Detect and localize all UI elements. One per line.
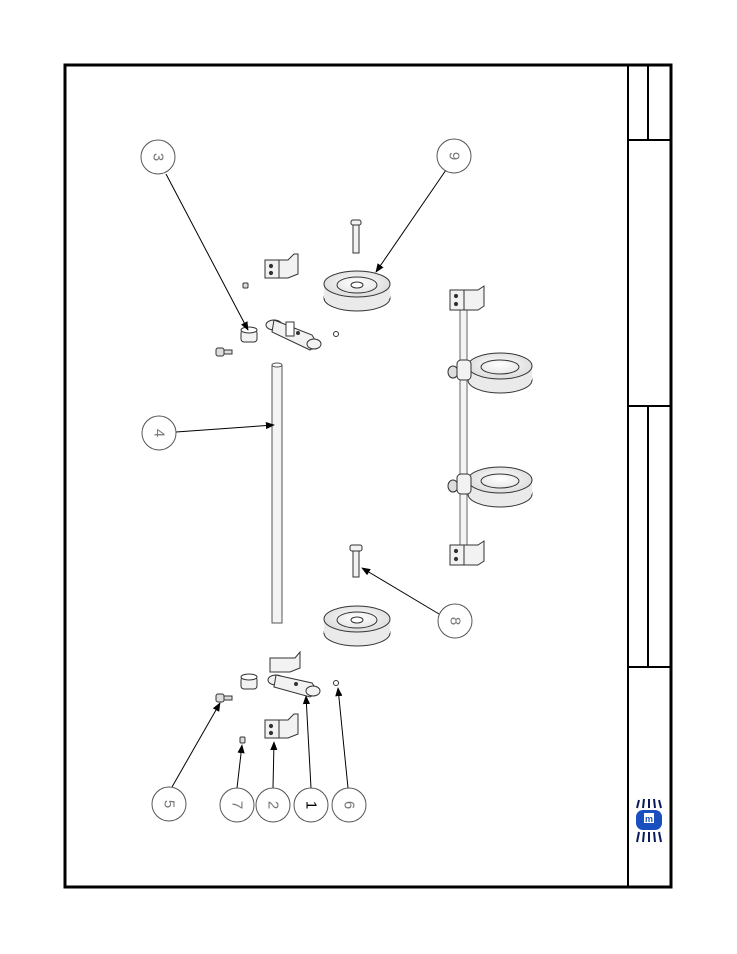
drawing-border: [65, 65, 671, 887]
upper-shaft-collar: [241, 327, 257, 342]
lower-arm-link: [268, 652, 320, 697]
balloon-8: 8: [438, 604, 472, 638]
upper-mount-bracket: [265, 254, 298, 278]
upper-pin: [351, 220, 361, 253]
balloon-2-label: 2: [265, 801, 282, 809]
balloon-3-label: 3: [150, 153, 167, 161]
balloon-7-label: 7: [229, 801, 246, 809]
lower-shoulder-bolt: [216, 694, 232, 702]
balloon-4: 4: [142, 416, 176, 450]
lower-pin: [350, 545, 362, 577]
upper-set-screw: [243, 283, 248, 288]
lower-set-screw: [240, 737, 245, 743]
assembled-view: [448, 286, 532, 565]
balloon-7: 7: [220, 788, 254, 822]
main-shaft: [272, 363, 282, 623]
lower-idler-wheel: [324, 606, 390, 646]
lower-shaft-collar: [241, 674, 257, 689]
balloon-5-label: 5: [161, 800, 178, 808]
balloon-9-label: 9: [446, 152, 463, 160]
upper-shoulder-bolt: [216, 348, 232, 356]
upper-washer: [334, 332, 339, 337]
balloon-8-label: 8: [447, 617, 464, 625]
balloon-6-label: 6: [341, 801, 358, 809]
lower-washer: [334, 681, 339, 686]
upper-arm-link: [266, 320, 321, 350]
svg-text:m: m: [645, 814, 653, 824]
upper-idler-wheel: [324, 271, 390, 311]
balloon-6: 6: [332, 788, 366, 822]
balloon-4-label: 4: [151, 429, 168, 437]
balloon-5: 5: [152, 787, 186, 821]
balloon-3: 3: [141, 140, 175, 174]
balloon-1: 1: [294, 788, 328, 822]
lower-mount-bracket: [265, 714, 298, 738]
company-logo: m: [636, 799, 662, 842]
balloon-2: 2: [256, 788, 290, 822]
balloon-1-label: 1: [303, 801, 320, 809]
balloon-9: 9: [437, 139, 471, 173]
title-block: [628, 65, 671, 887]
